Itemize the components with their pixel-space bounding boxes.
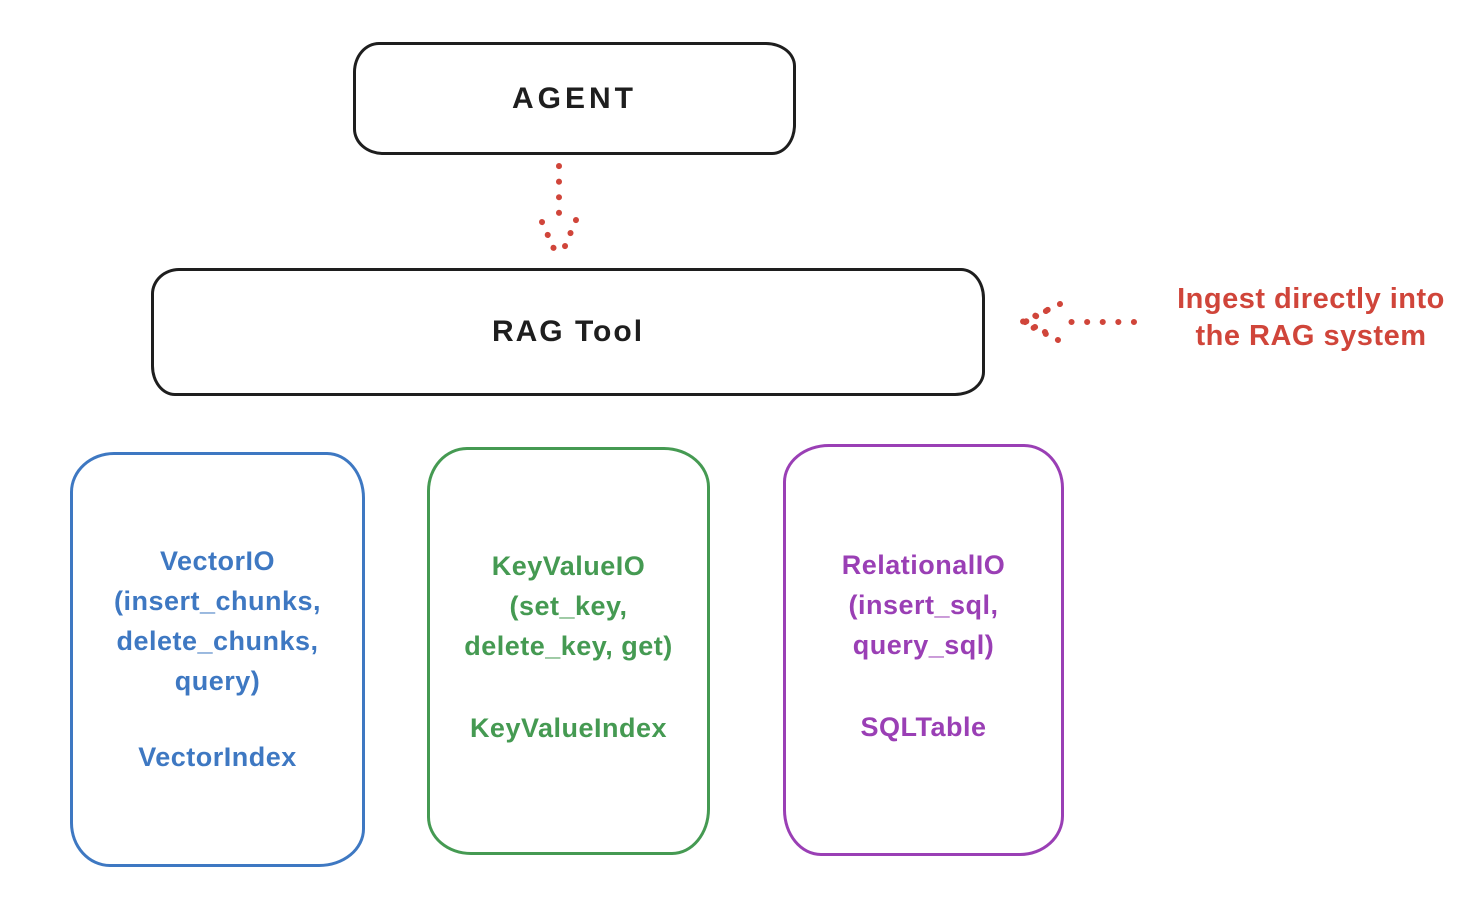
relationalio-index-label: SQLTable: [860, 712, 987, 742]
ingest-annotation-line2: the RAG system: [1195, 320, 1427, 352]
arrow-agent-to-ragtool: [539, 163, 579, 261]
keyvalueio-index-label: KeyValueIndex: [469, 713, 668, 743]
relationalio-box: RelationalIO (insert_sql, query_sql) SQL…: [783, 444, 1064, 856]
agent-label: AGENT: [512, 81, 637, 115]
vectorio-box: VectorIO (insert_chunks, delete_chunks, …: [70, 452, 365, 867]
ingest-annotation-line1: Ingest directly into: [1177, 283, 1445, 315]
arrow-ingest-annotation: [1019, 301, 1137, 343]
rag-tool-label: RAG Tool: [491, 315, 645, 348]
vectorio-title: VectorIO: [159, 546, 276, 576]
relationalio-method-line: query_sql): [852, 630, 995, 660]
vectorio-index-label: VectorIndex: [138, 742, 297, 772]
vectorio-method-line: query): [174, 666, 261, 696]
vectorio-method-line: (insert_chunks,: [113, 586, 322, 616]
keyvalueio-title: KeyValueIO: [491, 551, 646, 581]
vectorio-method-line: delete_chunks,: [116, 626, 319, 656]
relationalio-method-line: (insert_sql,: [848, 590, 999, 620]
keyvalueio-method-line: (set_key,: [509, 591, 628, 621]
rag-tool-box: RAG Tool: [151, 268, 985, 396]
keyvalueio-method-line: delete_key, get): [464, 631, 673, 661]
ingest-annotation: Ingest directly into the RAG system: [1138, 281, 1484, 355]
agent-box: AGENT: [353, 42, 796, 155]
keyvalueio-box: KeyValueIO (set_key, delete_key, get) Ke…: [427, 447, 710, 855]
relationalio-title: RelationalIO: [841, 550, 1006, 580]
